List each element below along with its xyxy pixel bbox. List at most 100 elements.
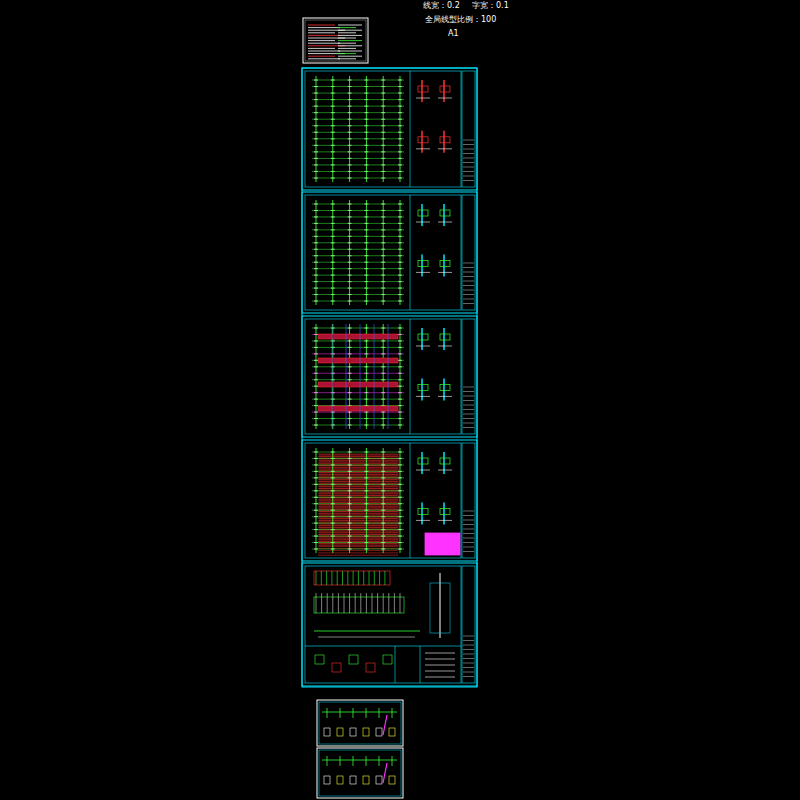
drawing-line	[318, 467, 398, 468]
drawing-line	[312, 347, 404, 348]
drawing-line	[338, 593, 339, 613]
drawing-line	[318, 479, 398, 480]
drawing-line	[463, 180, 474, 181]
note-text: 字宽：0.1	[471, 2, 510, 11]
detail-symbol	[440, 210, 450, 216]
detail-symbol	[366, 663, 375, 672]
drawing-line	[463, 414, 474, 415]
drawing-line	[463, 176, 474, 177]
drawing-line	[338, 27, 356, 28]
drawing-line	[338, 32, 356, 33]
drawing-line	[379, 756, 380, 766]
frame	[305, 566, 461, 683]
drawing-line	[312, 340, 404, 341]
drawing-line	[349, 76, 350, 182]
drawing-line	[463, 418, 474, 419]
drawing-line	[425, 653, 455, 654]
drawing-line	[312, 223, 404, 224]
drawing-line	[318, 520, 398, 521]
drawing-line	[316, 593, 317, 613]
drawing-line	[421, 378, 423, 400]
sheet	[302, 68, 477, 190]
drawing-line	[312, 418, 404, 419]
drawing-line	[425, 671, 455, 672]
detail-symbol	[418, 86, 428, 92]
drawing-line	[318, 470, 398, 471]
drawing-line	[318, 481, 398, 482]
drawing-line	[312, 490, 404, 491]
drawing-line	[463, 285, 474, 286]
drawing-line	[312, 529, 404, 530]
drawing-line	[463, 658, 474, 659]
drawing-line	[312, 281, 404, 282]
drawing-line	[316, 76, 317, 182]
drawing-line	[327, 756, 328, 766]
drawing-line	[349, 448, 350, 553]
drawing-line	[308, 25, 335, 26]
drawing-line	[312, 366, 404, 367]
drawing-line	[463, 511, 474, 512]
sheet	[302, 192, 477, 313]
drawing-line	[463, 400, 474, 401]
drawing-line	[308, 51, 340, 52]
drawing-line	[312, 399, 404, 400]
drawing-line	[463, 276, 474, 277]
frame	[302, 68, 477, 190]
frame	[462, 71, 475, 187]
drawing-line	[463, 267, 474, 268]
drawing-line	[312, 353, 404, 354]
drawing-line	[366, 593, 367, 613]
drawing-line	[463, 409, 474, 410]
drawing-line	[312, 477, 404, 478]
drawing-line	[332, 324, 333, 429]
drawing-line	[312, 452, 404, 453]
drawing-line	[421, 502, 423, 524]
drawing-line	[332, 324, 333, 429]
drawing-line	[312, 106, 404, 107]
drawing-line	[383, 593, 384, 613]
frame	[302, 68, 477, 687]
drawing-line	[312, 425, 404, 426]
frame	[302, 563, 477, 686]
drawing-line	[353, 708, 354, 718]
drawing-line	[463, 645, 474, 646]
beam-band	[318, 382, 398, 387]
drawing-line	[318, 550, 398, 551]
drawing-line	[349, 593, 350, 613]
drawing-line	[463, 290, 474, 291]
detail-symbol	[315, 655, 324, 664]
drawing-line	[344, 593, 345, 613]
drawing-line	[312, 536, 404, 537]
drawing-line	[416, 98, 430, 99]
drawing-line	[312, 542, 404, 543]
drawing-line	[318, 488, 398, 489]
drawing-line	[349, 324, 350, 429]
drawing-line	[312, 328, 404, 329]
drawing-line	[318, 472, 398, 473]
frame	[462, 443, 475, 558]
sheet	[317, 748, 403, 798]
drawing-line	[425, 665, 455, 666]
drawing-line	[318, 454, 398, 455]
drawing-line	[308, 35, 340, 36]
drawing-line	[383, 200, 384, 305]
drawing-line	[318, 543, 398, 544]
drawing-line	[400, 76, 401, 182]
drawing-line	[366, 708, 367, 718]
detail-symbol	[418, 508, 428, 514]
drawing-line	[312, 503, 404, 504]
drawing-line	[305, 646, 461, 647]
drawing-line	[318, 495, 398, 496]
detail-symbol	[418, 260, 428, 266]
note-text: 全局线型比例：100	[424, 16, 497, 25]
drawing-line	[400, 593, 401, 613]
drawing-line	[388, 593, 389, 613]
detail-symbol	[418, 334, 428, 340]
drawing-line	[308, 32, 335, 33]
drawing-line	[443, 378, 445, 400]
drawing-line	[379, 571, 380, 585]
drawing-line	[463, 542, 474, 543]
drawing-line	[443, 502, 445, 524]
drawing-line	[318, 534, 398, 535]
drawing-line	[463, 547, 474, 548]
